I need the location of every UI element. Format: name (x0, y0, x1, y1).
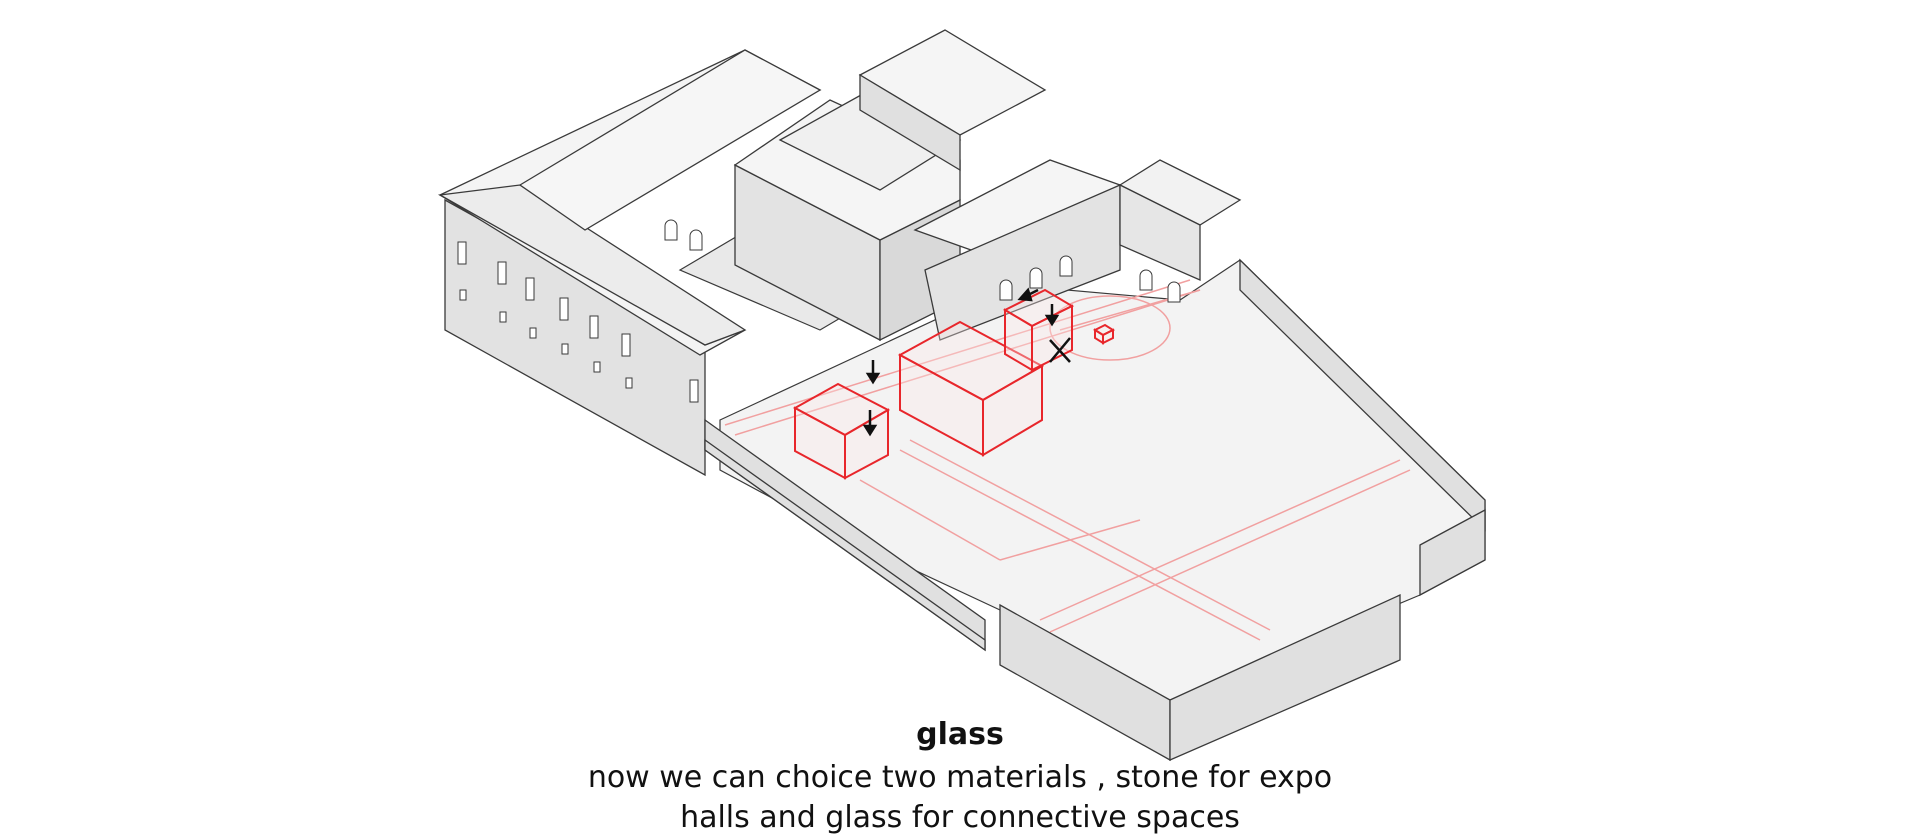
corner-tower-wall (1119, 183, 1201, 281)
down-arrow-icon (1044, 304, 1060, 327)
down-arrow-icon (865, 360, 881, 385)
arrow-annotations (862, 287, 1071, 437)
caption-line-1: now we can choice two materials , stone … (587, 760, 1333, 795)
right-wing-facade (924, 184, 1121, 341)
rear-building-wall (859, 73, 961, 172)
ground-grid (724, 279, 1411, 641)
boundary-walls (704, 258, 1486, 762)
south-west-wall-face (704, 438, 986, 652)
proposed-volumes (792, 288, 1116, 480)
east-wall-end (1419, 508, 1486, 597)
small-volume-left (792, 382, 891, 480)
down-arrow-icon (862, 410, 878, 437)
tiny-marker-cube (1092, 323, 1116, 345)
diagram-caption-body: now we can choice two materials , stone … (580, 758, 1340, 838)
caption-line-2: halls and glass for connective spaces (680, 800, 1240, 835)
left-wing-windows (457, 241, 699, 403)
left-arrow-icon (1017, 287, 1039, 302)
diagram-caption-title: glass (916, 717, 1004, 752)
cross-arrows-icon (1049, 337, 1071, 363)
left-wing-roof-slope (437, 184, 747, 346)
rear-right-buildings (858, 29, 1242, 341)
back-wing-roof (518, 49, 822, 231)
left-wing-building (437, 49, 822, 477)
arcade-arches (664, 219, 1181, 303)
front-wall-long (1169, 593, 1401, 761)
